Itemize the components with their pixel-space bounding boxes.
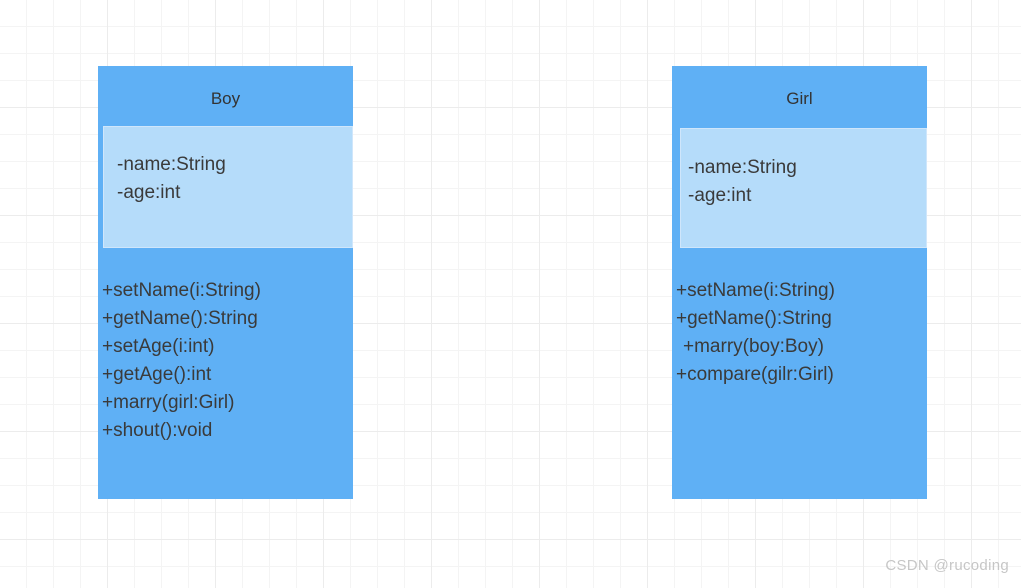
method-line: +compare(gilr:Girl) <box>676 364 834 385</box>
uml-class-boy[interactable]: Boy -name:String -age:int +setName(i:Str… <box>98 66 353 499</box>
methods-list-girl: +setName(i:String) +getName():String +ma… <box>676 277 835 389</box>
method-line: +setName(i:String) <box>102 280 261 301</box>
attribute-line: -age:int <box>688 185 752 206</box>
attributes-panel-girl <box>680 128 927 248</box>
method-line: +setName(i:String) <box>676 280 835 301</box>
class-title-boy: Boy <box>210 89 241 108</box>
attributes-list-girl: -name:String -age:int <box>688 154 797 210</box>
method-line: +getAge():int <box>102 364 212 385</box>
uml-class-girl[interactable]: Girl -name:String -age:int +setName(i:St… <box>672 66 927 499</box>
watermark: CSDN @rucoding <box>885 557 1009 574</box>
method-line: +marry(boy:Boy) <box>683 336 824 357</box>
method-line: +getName():String <box>102 308 258 329</box>
attributes-list-boy: -name:String -age:int <box>117 151 226 207</box>
methods-list-boy: +setName(i:String) +getName():String +se… <box>102 277 261 445</box>
method-line: +getName():String <box>676 308 832 329</box>
method-line: +setAge(i:int) <box>102 336 215 357</box>
attribute-line: -name:String <box>688 157 797 178</box>
attribute-line: -name:String <box>117 154 226 175</box>
attributes-panel-boy <box>103 126 353 248</box>
class-title-girl: Girl <box>786 89 813 108</box>
attribute-line: -age:int <box>117 182 181 203</box>
method-line: +shout():void <box>102 420 213 441</box>
method-line: +marry(girl:Girl) <box>102 392 235 413</box>
